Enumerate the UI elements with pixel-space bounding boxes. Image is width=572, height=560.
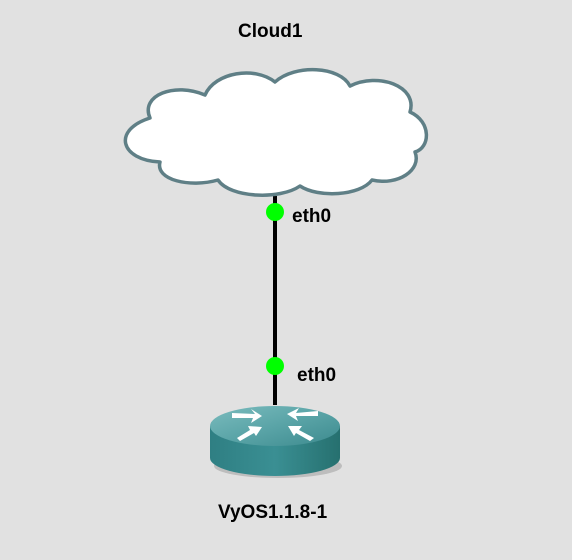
router-port-status-indicator: [266, 357, 284, 375]
cloud-port-status-indicator: [266, 203, 284, 221]
router-node[interactable]: [210, 406, 342, 478]
cloud-node-label: Cloud1: [238, 21, 303, 42]
cloud-port-label: eth0: [292, 206, 332, 227]
router-icon: [210, 406, 342, 478]
router-port-label: eth0: [297, 365, 337, 386]
cloud-icon: [123, 68, 429, 197]
cloud-node[interactable]: [123, 68, 429, 197]
router-node-label: VyOS1.1.8-1: [218, 502, 328, 523]
